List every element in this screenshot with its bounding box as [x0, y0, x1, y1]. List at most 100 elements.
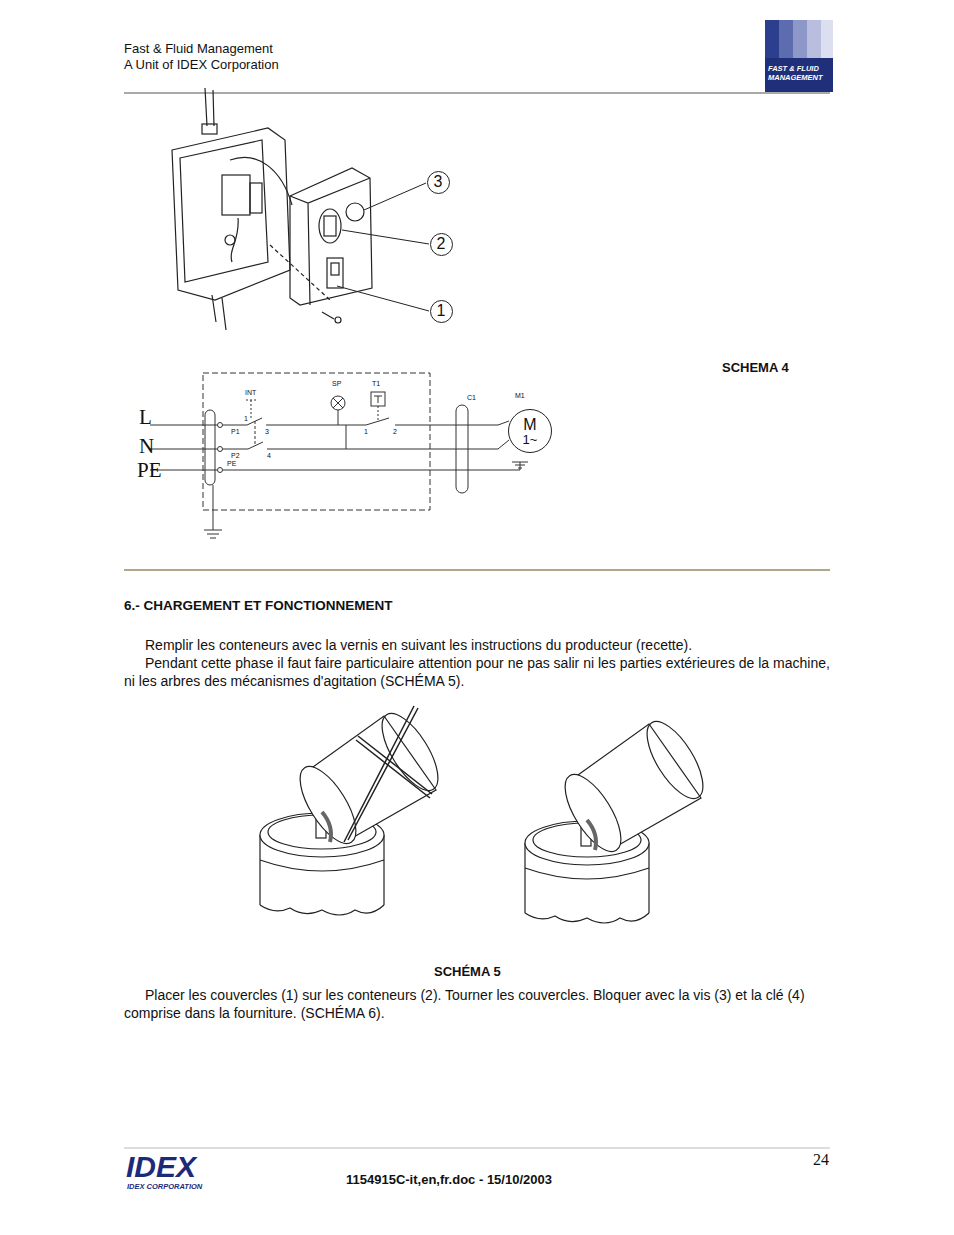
- wiring-schematic: [338, 410, 346, 449]
- control-box-illustration: [290, 178, 370, 305]
- company-logo: [765, 20, 779, 58]
- control-box-illustration: [172, 88, 372, 330]
- schematic-label: SP: [331, 380, 342, 388]
- rule-lines: [124, 569, 830, 571]
- company-logo: [765, 20, 833, 92]
- company-logo: [765, 58, 833, 92]
- pouring-illustration: [260, 905, 384, 915]
- wiring-schematic: [150, 418, 509, 425]
- pouring-illustration: [322, 812, 331, 842]
- pouring-illustration: [371, 705, 448, 799]
- wiring-schematic: [371, 392, 385, 406]
- wiring-schematic: [512, 462, 528, 468]
- wiring-schematic: [255, 421, 256, 446]
- node-text: 2: [437, 236, 446, 252]
- schematic-label: 3: [264, 428, 270, 436]
- control-box-illustration: [270, 245, 330, 300]
- control-box-illustration: [327, 258, 343, 288]
- wiring-schematic: [203, 373, 430, 510]
- wiring-schematic: [378, 406, 379, 420]
- line-label: L: [139, 405, 152, 429]
- wiring-schematic: [331, 396, 345, 410]
- wiring-schematic: [218, 447, 223, 452]
- wiring-schematic: [150, 373, 528, 538]
- control-box-illustration: [180, 140, 268, 282]
- wiring-schematic: [150, 440, 509, 449]
- line-label: PE: [137, 458, 162, 482]
- footer-logo-subtitle: IDEX CORPORATION: [127, 1183, 202, 1192]
- control-box-illustration: [324, 216, 336, 236]
- wiring-schematic: [205, 410, 215, 485]
- node-text: 1: [437, 303, 446, 319]
- body-paragraph: Pendant cette phase il faut faire partic…: [124, 654, 832, 690]
- wiring-schematic: [218, 468, 223, 473]
- wiring-schematic: [204, 485, 222, 538]
- wiring-schematic: [150, 462, 520, 470]
- section-heading: 6.- CHARGEMENT ET FONCTIONNEMENT: [124, 598, 393, 614]
- header-unit: A Unit of IDEX Corporation: [124, 58, 279, 73]
- control-box-illustration: [322, 312, 334, 319]
- body-paragraph: Placer les couvercles (1) sur les conten…: [124, 986, 832, 1022]
- leader-lines: [364, 183, 426, 210]
- callout-number: 1: [430, 300, 453, 323]
- control-box-illustration: [222, 175, 250, 215]
- schematic-label: M1: [514, 392, 526, 400]
- company-logo: [807, 20, 821, 58]
- motor-symbol: M1~: [508, 409, 552, 453]
- line-label: N: [139, 434, 154, 458]
- logo-text: FAST & FLUID MANAGEMENT: [768, 64, 832, 82]
- control-box-illustration: [290, 168, 372, 305]
- leader-lines: [342, 230, 429, 244]
- company-logo: [793, 20, 807, 58]
- control-box-illustration: [202, 124, 217, 134]
- company-logo: [765, 20, 833, 58]
- body-paragraph: Remplir les conteneurs avec la vernis en…: [124, 636, 832, 654]
- leader-lines: [337, 286, 429, 311]
- node-text: 3: [434, 174, 443, 190]
- wiring-schematic: [374, 396, 382, 403]
- figure-caption: SCHÉMA 5: [434, 965, 501, 980]
- control-box-illustration: [212, 295, 226, 330]
- schematic-label: 4: [266, 452, 272, 460]
- wiring-schematic: [456, 405, 468, 493]
- schematic-label: INT: [244, 389, 257, 397]
- schematic-label: PE: [226, 460, 237, 468]
- pouring-illustration: [356, 736, 432, 798]
- control-box-illustration: [172, 128, 290, 300]
- rule-lines: [124, 1148, 830, 1149]
- footer-logo: IDEX: [126, 1150, 196, 1185]
- control-box-illustration: [331, 263, 339, 275]
- pouring-illustration: [260, 860, 384, 871]
- callout-number: 2: [430, 233, 453, 256]
- node-text: M: [523, 417, 536, 433]
- pouring-illustration: [525, 713, 714, 923]
- pouring-illustration: [260, 705, 714, 923]
- control-box-illustration: [346, 203, 364, 221]
- schematic-label: T1: [371, 380, 381, 388]
- rule-lines: [124, 93, 830, 94]
- pouring-illustration: [260, 705, 449, 915]
- control-box-illustration: [319, 209, 341, 243]
- figure-caption: SCHEMA 4: [722, 361, 789, 376]
- schematic-label: 1: [243, 415, 249, 423]
- schematic-label: P1: [230, 428, 241, 436]
- node-text: 1~: [523, 433, 538, 446]
- schematic-label: 1: [363, 428, 369, 436]
- control-box-illustration: [335, 317, 341, 323]
- wiring-schematic: [333, 398, 343, 408]
- schematic-label: C1: [466, 394, 477, 402]
- control-box-illustration: [225, 235, 235, 245]
- wiring-schematic: [218, 423, 223, 428]
- schematic-label: 2: [392, 428, 398, 436]
- control-box-illustration: [205, 88, 214, 126]
- pouring-illustration: [289, 758, 366, 852]
- control-box-illustration: [230, 157, 292, 205]
- document-reference: 1154915C-it,en,fr.doc - 15/10/2003: [346, 1173, 552, 1188]
- header-company: Fast & Fluid Management: [124, 42, 273, 57]
- control-box-illustration: [250, 183, 262, 213]
- page-number: 24: [813, 1151, 829, 1169]
- callout-number: 3: [427, 171, 450, 194]
- leader-lines: [337, 183, 429, 311]
